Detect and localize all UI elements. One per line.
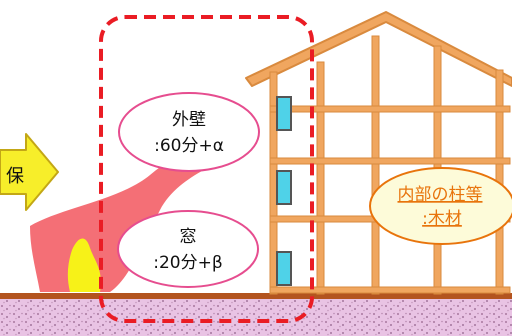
window-label-line1: 窓 [180,227,197,247]
interior-label-line1: 内部の柱等 [398,185,483,205]
dashed-outline [99,15,314,323]
window-lower [276,251,292,286]
window-middle [276,170,292,205]
window-upper [276,96,292,131]
wall-callout: 外壁 :60分+α [118,92,260,172]
ground [0,298,512,336]
interior-callout: 内部の柱等 :木材 [369,167,512,245]
flame [30,134,242,292]
window-callout: 窓 :20分+β [117,210,259,288]
house-frame [269,35,511,295]
wall-label-line2: :60分+α [154,136,224,156]
ground-line [0,293,512,299]
arrow-label: 保 [6,166,24,187]
window-label-line2: :20分+β [153,253,222,273]
arrow-shape [0,133,59,211]
roof [245,11,512,87]
wall-label-line1: 外壁 [172,110,206,130]
interior-label-line2: :木材 [422,209,462,229]
